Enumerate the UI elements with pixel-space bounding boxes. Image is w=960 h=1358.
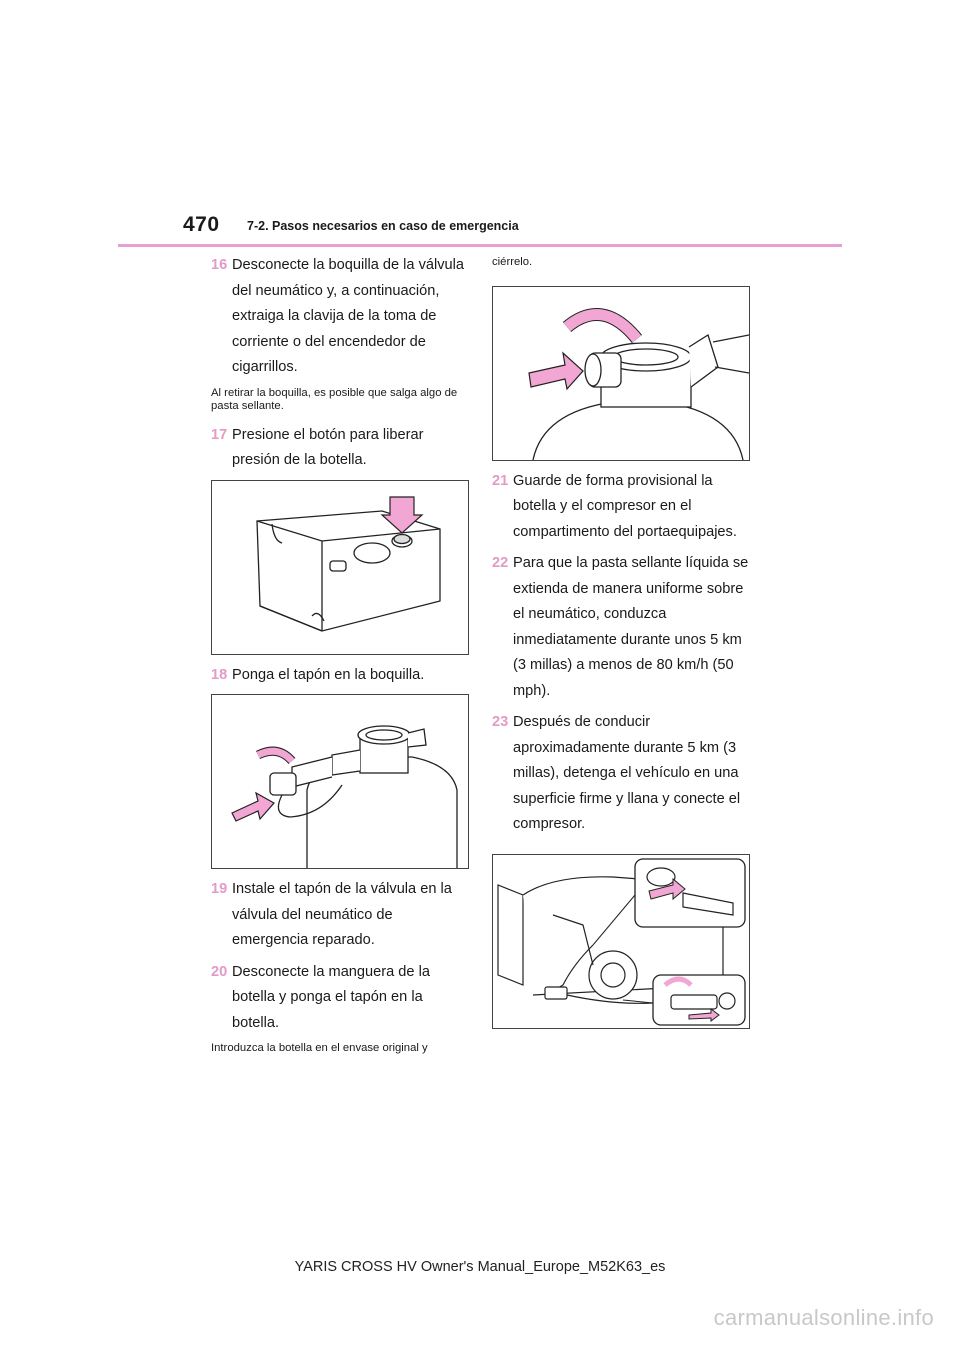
footer-manual-id: YARIS CROSS HV Owner's Manual_Europe_M52…	[294, 1259, 666, 1275]
figure-connect-compressor	[492, 853, 750, 1029]
watermark: carmanualsonline.info	[713, 1305, 934, 1330]
note-16: Al retirar la boquilla, es posible que s…	[211, 386, 458, 413]
step-number: 22	[492, 555, 509, 571]
figure-compressor-release-button	[211, 479, 469, 655]
left-column: 16 Desconecte la boquilla de la válvula …	[211, 253, 469, 1065]
step-17: 17 Presione el botón para liberar presió…	[211, 423, 469, 474]
step-19: 19 Instale el tapón de la válvula en la …	[211, 877, 469, 954]
step-18: 18 Ponga el tapón en la boquilla.	[211, 663, 469, 689]
right-column: ciérrelo. 21 Guarde de forma provisional…	[492, 253, 750, 1037]
figure-bottle-close	[492, 285, 750, 461]
step-text: Guarde de forma provisional la botella y…	[513, 472, 737, 540]
step-text: Ponga el tapón en la boquilla.	[232, 666, 425, 683]
step-number: 18	[211, 666, 228, 683]
step-number: 17	[211, 426, 228, 443]
note-20-continued: ciérrelo.	[492, 256, 533, 268]
step-text: Presione el botón para liberar presión d…	[232, 426, 424, 469]
step-22: 22 Para que la pasta sellante líquida se…	[492, 551, 750, 704]
figure-bottle-cap	[211, 694, 469, 869]
note-20: Introduzca la botella en el envase origi…	[211, 1042, 428, 1054]
step-20: 20 Desconecte la manguera de la botella …	[211, 960, 469, 1037]
step-number: 23	[492, 714, 509, 730]
section-title: 7-2. Pasos necesarios en caso de emergen…	[247, 219, 519, 233]
step-text: Después de conducir aproximadamente dura…	[513, 714, 741, 832]
step-number: 21	[492, 472, 509, 489]
step-number: 20	[211, 963, 228, 980]
header-rule	[118, 244, 842, 247]
step-number: 16	[211, 257, 228, 273]
step-number: 19	[211, 881, 228, 897]
step-text: Instale el tapón de la válvula en la vál…	[232, 881, 452, 948]
step-21: 21 Guarde de forma provisional la botell…	[492, 469, 750, 546]
step-23: 23 Después de conducir aproximadamente d…	[492, 710, 750, 838]
step-text: Desconecte la boquilla de la válvula del…	[232, 257, 465, 375]
step-16: 16 Desconecte la boquilla de la válvula …	[211, 253, 469, 381]
step-text: Desconecte la manguera de la botella y p…	[232, 963, 430, 1031]
step-text: Para que la pasta sellante líquida se ex…	[513, 555, 749, 699]
page-number: 470	[183, 213, 220, 236]
